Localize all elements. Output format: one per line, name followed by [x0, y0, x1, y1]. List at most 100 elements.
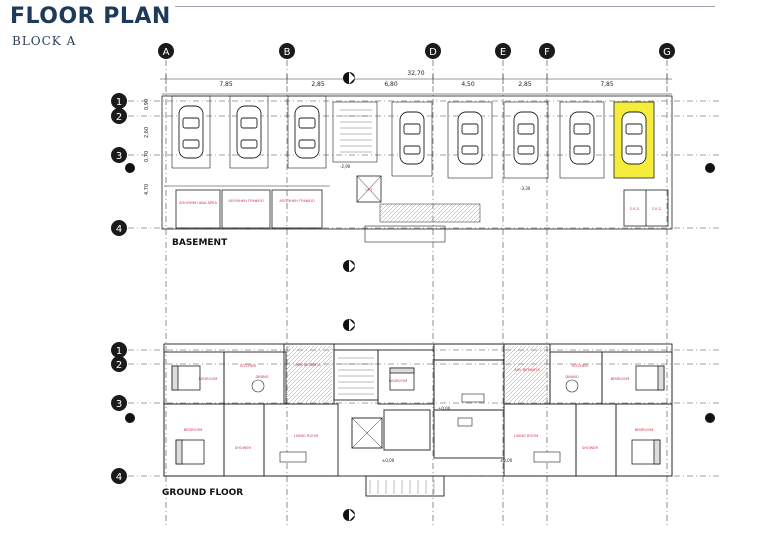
grid-label-row1: 1 [116, 346, 122, 357]
dimension-segment: 7,85 [600, 81, 614, 88]
grid-bubble-row4: 4 [111, 220, 127, 236]
room-label: SHOWER [582, 446, 599, 450]
room-label: ΑΠΟΘΗΚΗ ΓΡΑΦΕΙΟ [279, 199, 315, 203]
room-label: ΑΙΘ. ΒΕΡΑΝΤΑ [514, 368, 540, 372]
grid-label-b: B [284, 47, 291, 58]
grid-bubble-row2: 2 [111, 108, 127, 124]
grid-bubble-f: F [539, 43, 555, 59]
side-dimensions: 0,90 2,60 0,70 4,70 [144, 99, 150, 195]
grid-bubble-g: G [659, 43, 675, 59]
grid-label-row3: 3 [116, 399, 122, 410]
grid-label-row3: 3 [116, 151, 122, 162]
grid-label-row2: 2 [116, 360, 122, 371]
parked-cars [178, 105, 647, 165]
car-icon [457, 111, 483, 165]
side-dimension: 4,70 [144, 184, 150, 195]
level-marker: -3,30 [520, 186, 531, 191]
grid-label-g: G [663, 47, 671, 58]
room-label: KITCHEN [240, 364, 256, 368]
car-icon [294, 105, 320, 159]
dining-table-icon [457, 417, 473, 427]
room-label: SHOWER [235, 446, 252, 450]
bed-icon [635, 365, 665, 391]
ground-levels: ±0,00 ±0,00 ±0,00 [382, 406, 513, 463]
car-icon [569, 111, 595, 165]
dimension-labels: 32,70 7,85 2,85 6,80 4,50 2,85 7,85 [219, 70, 614, 88]
room-label: ΑΙΘ. ΒΕΡΑΝΤΑ [295, 363, 321, 367]
dimension-segment: 2,85 [518, 81, 532, 88]
room-label: LIFT [365, 188, 373, 192]
side-dimension: 0,90 [144, 99, 150, 110]
grid-label-e: E [500, 47, 506, 58]
section-marker-icon [343, 509, 355, 521]
section-marker-icon [343, 72, 355, 84]
room-label: BEDROOM [635, 428, 654, 432]
grid-bubble-d: D [425, 43, 441, 59]
basement-title: BASEMENT [172, 238, 228, 248]
room-label: ΑΠΟΘΗΚΗ ΑΝΑ ΑΡΕΑ [179, 201, 217, 205]
grid-bubble-b: B [279, 43, 295, 59]
dimension-segment: 7,85 [219, 81, 233, 88]
level-marker: ±0,00 [500, 458, 513, 463]
car-icon [513, 111, 539, 165]
grid-bubble-row3: 3 [111, 395, 127, 411]
room-label: LIVING ROOM [294, 434, 318, 438]
basement-stairs [340, 109, 372, 153]
grid-label-f: F [544, 47, 550, 58]
room-label: DINING [565, 375, 578, 379]
basement-plan [161, 93, 673, 243]
dimension-segment: 6,80 [384, 81, 398, 88]
room-label: DINING [255, 375, 268, 379]
grid-bubble-row2: 2 [111, 356, 127, 372]
section-marker-icon [705, 163, 715, 173]
car-icon [399, 111, 425, 165]
section-markers [125, 72, 715, 521]
grid-label-row4: 4 [116, 224, 122, 235]
room-label: BEDROOM [184, 428, 203, 432]
dimension-overall: 32,70 [407, 70, 424, 77]
room-label: Σ.Κ.Σ. [630, 207, 640, 211]
room-label: Σ.Κ.Σ. [652, 207, 662, 211]
dimension-segment: 2,85 [311, 81, 325, 88]
dining-table-icon [565, 379, 579, 393]
bed-icon [175, 439, 205, 465]
grid-bubble-e: E [495, 43, 511, 59]
room-label: ΑΠΟΘΗΚΗ ΓΡΑΦΕΙΟ [228, 199, 264, 203]
verandas [286, 346, 548, 402]
page-title: FLOOR PLAN [10, 4, 171, 29]
header-divider [175, 6, 715, 7]
section-marker-icon [125, 413, 135, 423]
grid-bubble-row1: 1 [111, 342, 127, 358]
room-label: BEDROOM [611, 377, 630, 381]
side-dimension: 2,60 [144, 127, 150, 138]
bed-icon [389, 367, 415, 391]
section-marker-icon [343, 260, 355, 272]
section-marker-icon [125, 163, 135, 173]
dimension-segment: 4,50 [461, 81, 475, 88]
section-marker-icon [343, 319, 355, 331]
room-label: KITCHEN [572, 364, 588, 368]
room-label: LIVING ROOM [514, 434, 538, 438]
sofas [279, 393, 561, 463]
sofa-icon [279, 451, 307, 463]
level-marker: ±0,00 [382, 458, 395, 463]
sofa-icon [461, 393, 485, 403]
grid-label-row2: 2 [116, 112, 122, 123]
page-subtitle: BLOCK A [12, 34, 77, 48]
side-dimension: 0,70 [144, 151, 150, 162]
car-icon [621, 111, 647, 165]
ground-floor-plan [163, 343, 673, 497]
grid-bubble-row3: 3 [111, 147, 127, 163]
basement-room-labels: ΑΠΟΘΗΚΗ ΑΝΑ ΑΡΕΑ ΑΠΟΘΗΚΗ ΓΡΑΦΕΙΟ ΑΠΟΘΗΚΗ… [179, 188, 662, 211]
bed-icon [631, 439, 661, 465]
room-label: BEDROOM [199, 377, 218, 381]
ground-stairs [338, 357, 435, 494]
beds [171, 365, 665, 465]
room-label: BEDROOM [389, 379, 408, 383]
dining-tables [251, 379, 579, 427]
grid-label-a: A [163, 47, 170, 58]
car-icon [178, 105, 204, 159]
grid-bubble-row1: 1 [111, 93, 127, 109]
grid-label-d: D [429, 47, 437, 58]
level-marker: -2,90 [340, 164, 351, 169]
